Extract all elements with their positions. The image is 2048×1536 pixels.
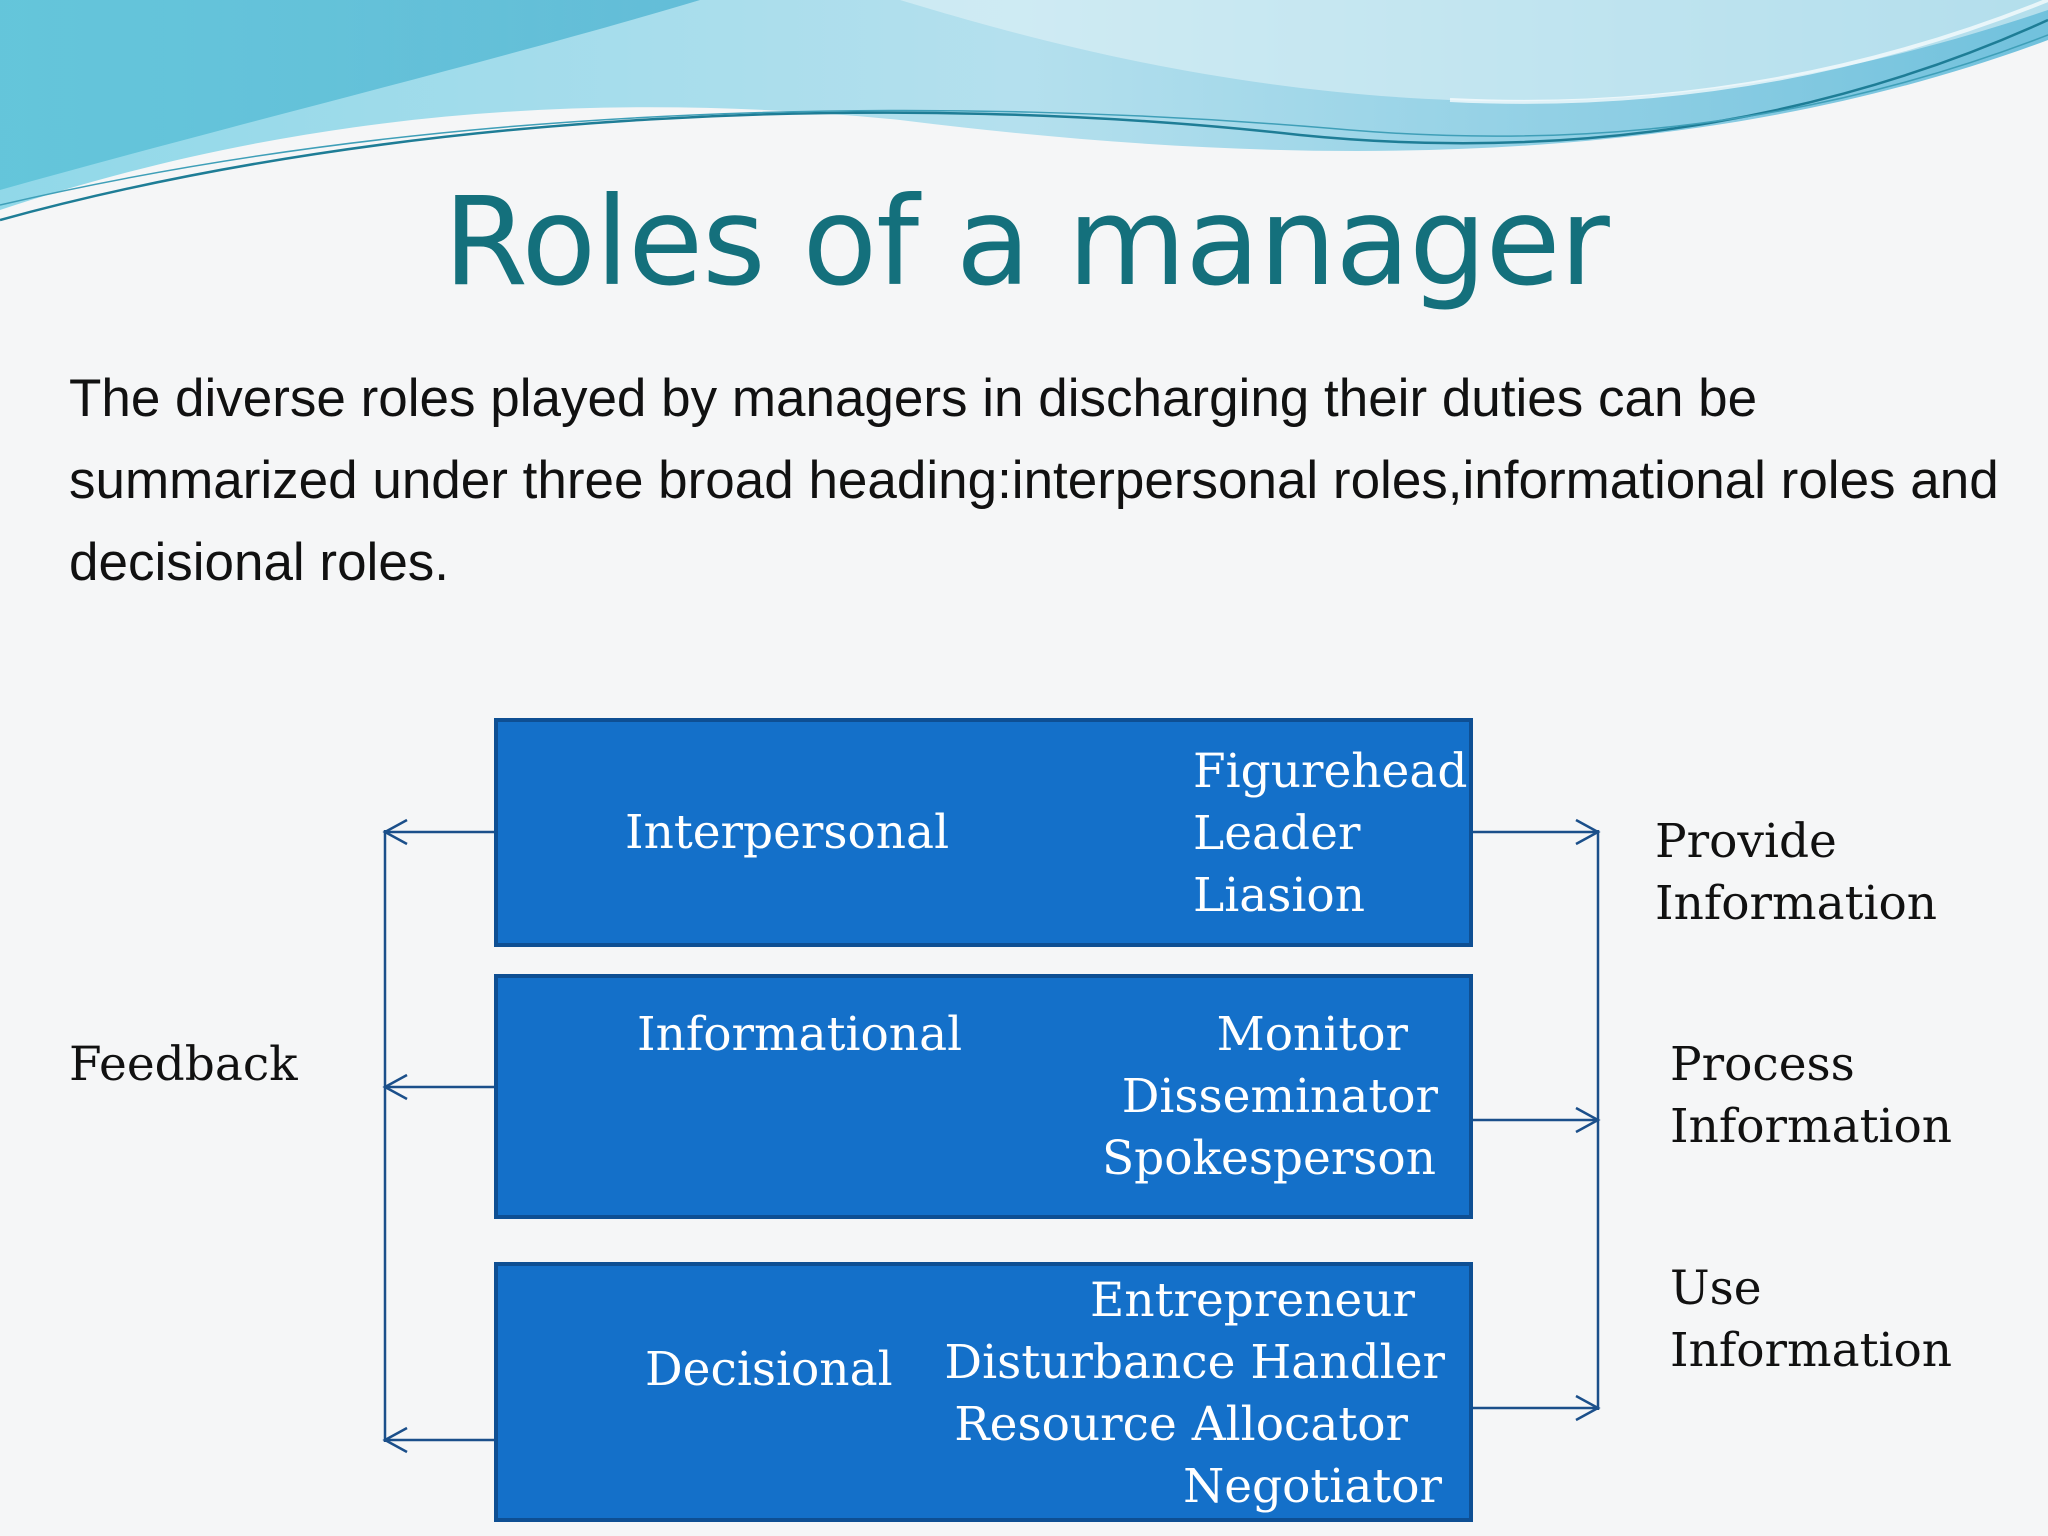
arrowhead-right-icon: [1575, 1106, 1601, 1134]
informational-box: [494, 974, 1473, 1219]
slide-title: Roles of a manager: [443, 171, 1609, 313]
role-monitor: Monitor: [1216, 1007, 1408, 1062]
feedback-label: Feedback: [69, 1037, 298, 1092]
slide-body-text: The diverse roles played by managers in …: [69, 369, 1999, 592]
arrowhead-left-icon: [382, 1073, 408, 1101]
role-liasion: Liasion: [1193, 868, 1365, 923]
role-entrepreneur: Entrepreneur: [1090, 1273, 1415, 1328]
header-wave-decoration: [0, 0, 2048, 222]
role-negotiator: Negotiator: [1183, 1459, 1442, 1514]
arrowhead-left-icon: [382, 818, 408, 846]
role-disseminator: Disseminator: [1121, 1069, 1438, 1124]
role-spokesperson: Spokesperson: [1101, 1131, 1436, 1186]
role-disturbance-handler: Disturbance Handler: [944, 1335, 1445, 1390]
output-use-line1: Use: [1670, 1261, 1762, 1316]
output-process-line2: Information: [1670, 1099, 1953, 1154]
output-provide-line1: Provide: [1655, 814, 1837, 869]
decisional-label: Decisional: [645, 1342, 893, 1397]
arrowhead-left-icon: [382, 1426, 408, 1454]
interpersonal-label: Interpersonal: [625, 805, 950, 860]
interpersonal-box: [494, 718, 1473, 947]
role-leader: Leader: [1193, 806, 1361, 861]
arrowhead-right-icon: [1575, 818, 1601, 846]
role-resource-allocator: Resource Allocator: [954, 1397, 1408, 1452]
informational-label: Informational: [637, 1007, 963, 1062]
output-use-line2: Information: [1670, 1323, 1953, 1378]
arrowhead-right-icon: [1575, 1394, 1601, 1422]
decisional-box: [494, 1262, 1473, 1522]
output-process-line1: Process: [1670, 1037, 1855, 1092]
role-figurehead: Figurehead: [1193, 744, 1468, 799]
output-provide-line2: Information: [1655, 876, 1938, 931]
